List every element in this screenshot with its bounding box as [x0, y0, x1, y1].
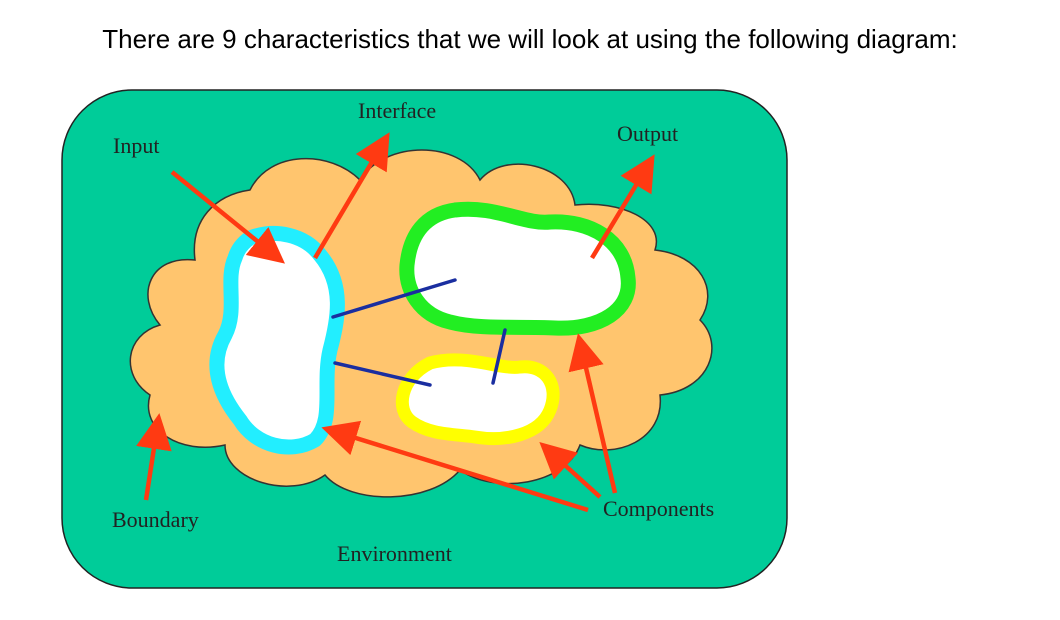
label-output: Output: [617, 121, 678, 146]
label-environment: Environment: [337, 541, 452, 566]
components-arrow-a: [321, 420, 589, 513]
connector-b-c: [491, 328, 507, 385]
label-input: Input: [113, 133, 159, 158]
component-c: [395, 353, 560, 446]
components-arrow-c: [539, 441, 602, 499]
label-interface: Interface: [358, 98, 436, 123]
component-connectors: [331, 278, 507, 387]
label-components: Components: [603, 496, 714, 521]
component-b: [399, 201, 636, 336]
connector-a-c: [333, 361, 432, 387]
label-boundary: Boundary: [112, 507, 199, 532]
component-a: [209, 225, 345, 455]
output-arrow: [590, 154, 655, 260]
input-arrow: [170, 170, 285, 264]
components-arrow-b: [568, 333, 618, 494]
interface-arrow: [313, 132, 390, 260]
annotation-arrows: [136, 132, 655, 513]
page-heading: There are 9 characteristics that we will…: [102, 24, 958, 54]
boundary-arrow: [136, 413, 172, 501]
connector-a-b: [331, 278, 457, 319]
